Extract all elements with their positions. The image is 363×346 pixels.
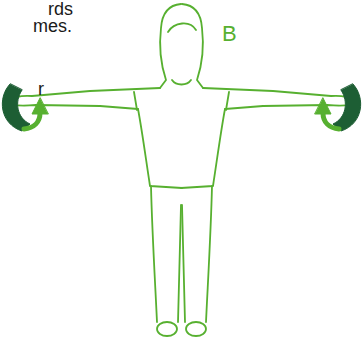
- figure-left-half: [2, 4, 182, 336]
- figure-right-half: [181, 4, 361, 336]
- text-fragment: mes.: [33, 17, 72, 37]
- figure-label: B: [222, 22, 237, 46]
- text-fragment: r: [38, 80, 44, 100]
- head-detail: [168, 23, 196, 84]
